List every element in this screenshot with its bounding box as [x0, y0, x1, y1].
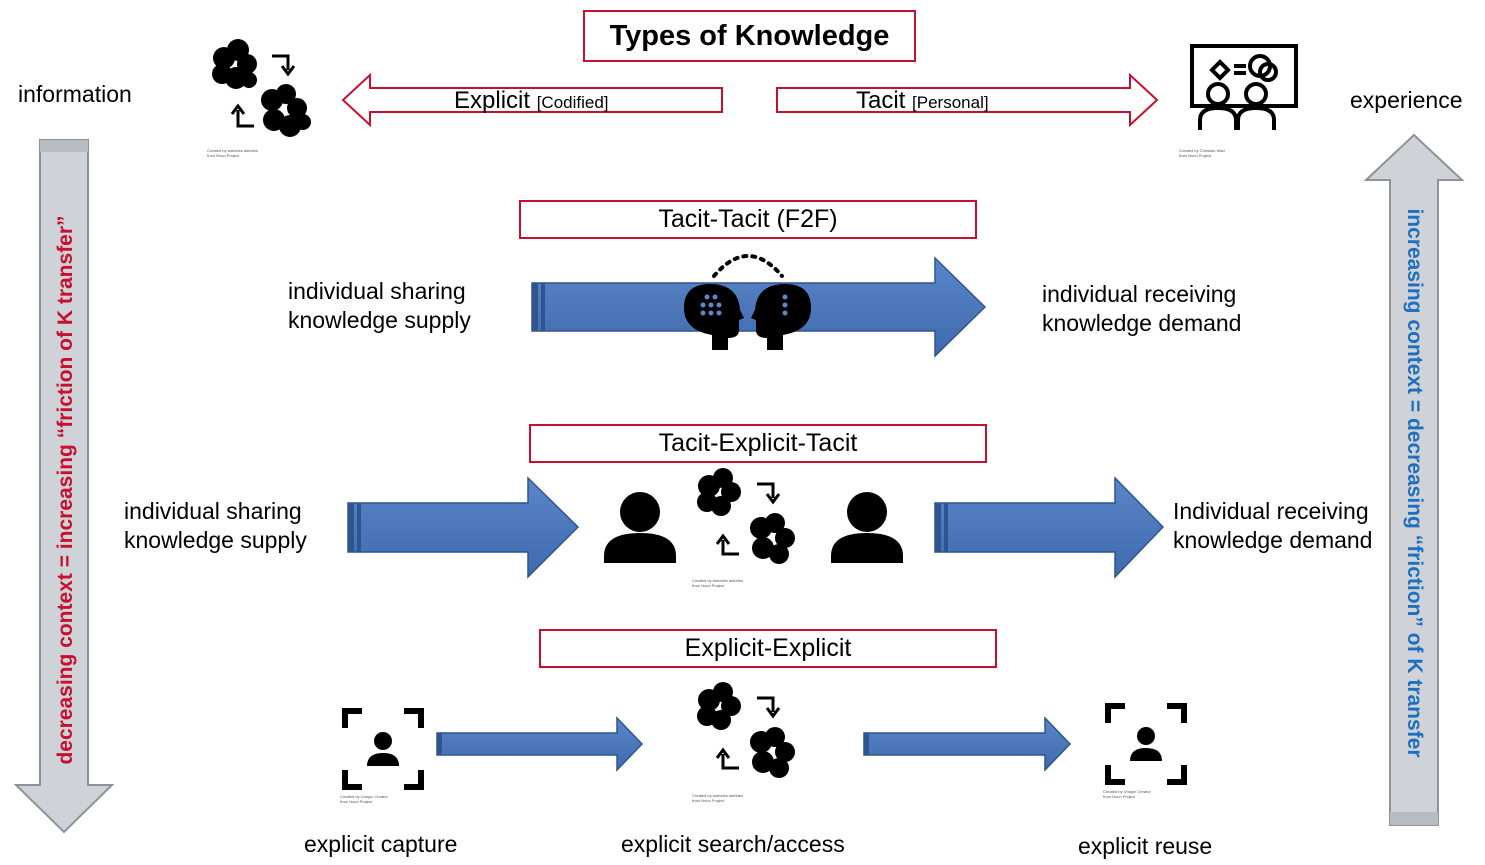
tacit-tacit-title-box: Tacit-Tacit (F2F) [519, 200, 977, 239]
knowledge-exchange-icon-bottom [697, 682, 795, 778]
credit-line: from Noun Project [692, 583, 725, 588]
tt-receiving-line2: knowledge demand [1042, 310, 1242, 336]
credit-line: Created by Uniqon Creator [1103, 789, 1151, 794]
tacit-arrow-label: Tacit [Personal] [856, 86, 989, 117]
tt-receiving-line1: individual receiving [1042, 281, 1237, 307]
left-grey-down-arrow [13, 139, 115, 834]
credit-line: from Noun Project [692, 798, 725, 803]
credit-line: from Noun Project [1103, 794, 1136, 799]
exchange-icon-credit-bottom: Created by ambeles adebles from Noun Pro… [692, 793, 743, 803]
knowledge-exchange-icon-middle [697, 468, 795, 564]
tet-sharing-label: individual sharing knowledge supply [124, 497, 307, 555]
experience-label: experience [1350, 87, 1463, 113]
tet-receiving-line2: knowledge demand [1173, 527, 1373, 553]
person-receiving-icon [831, 492, 903, 563]
right-axis-part1: increasing context [1403, 208, 1426, 394]
tet-sharing-line2: knowledge supply [124, 527, 307, 553]
personal-label: [Personal] [912, 93, 989, 112]
capture-person-icon [342, 708, 424, 790]
credit-line: Created by ambeles adebles [692, 578, 743, 583]
reuse-icon-credit: Created by Uniqon Creator from Noun Proj… [1103, 789, 1151, 799]
tacit-tacit-title: Tacit-Tacit (F2F) [658, 205, 838, 233]
tacit-explicit-tacit-title: Tacit-Explicit-Tacit [658, 429, 858, 457]
ee-left-blue-arrow [436, 716, 644, 772]
explicit-explicit-title-box: Explicit-Explicit [539, 629, 997, 668]
credit-line: Created by ambeles adebles [207, 148, 258, 153]
knowledge-exchange-icon [212, 39, 311, 137]
tet-receiving-line1: Individual receiving [1173, 498, 1369, 524]
explicit-outline-arrow [341, 72, 723, 128]
explicit-reuse-label: explicit reuse [1078, 833, 1213, 859]
credit-line: Created by ambeles adebles [692, 793, 743, 798]
right-axis-part2: decreasing “friction” of K transfer [1403, 418, 1426, 758]
credit-line: from Noun Project [207, 153, 240, 158]
right-axis-text: increasing context = decreasing “frictio… [1403, 208, 1426, 757]
explicit-explicit-title: Explicit-Explicit [684, 634, 852, 662]
explicit-label: Explicit [454, 87, 531, 114]
codified-label: [Codified] [536, 93, 609, 112]
tacit-explicit-tacit-title-box: Tacit-Explicit-Tacit [529, 424, 987, 463]
tt-receiving-label: individual receiving knowledge demand [1042, 280, 1241, 338]
tet-right-blue-arrow [934, 476, 1165, 579]
tt-sharing-label: individual sharing knowledge supply [288, 277, 471, 335]
explicit-search-label: explicit search/access [621, 831, 845, 857]
tt-sharing-line2: knowledge supply [288, 307, 471, 333]
tet-left-blue-arrow [347, 476, 580, 579]
tacit-outline-arrow [776, 72, 1159, 128]
exchange-icon-credit-middle: Created by ambeles adebles from Noun Pro… [692, 578, 743, 588]
information-label: information [18, 81, 132, 107]
person-sharing-icon [604, 492, 676, 563]
ee-right-blue-arrow [863, 716, 1072, 772]
right-axis-eq: = [1403, 400, 1426, 412]
teacher-presentation-icon [1190, 44, 1298, 130]
main-title: Types of Knowledge [583, 10, 916, 62]
left-axis-part2: increasing “friction of K transfer” [54, 215, 77, 549]
credit-line: from Noun Project [1179, 153, 1212, 158]
main-title-text: Types of Knowledge [609, 19, 890, 52]
tt-sharing-line1: individual sharing [288, 278, 466, 304]
exchange-icon-credit: Created by ambeles adebles from Noun Pro… [207, 148, 258, 158]
credit-line: Created by Uniqon Creator [340, 794, 388, 799]
teacher-icon-credit: Created by Christian Wad from Noun Proje… [1179, 148, 1225, 158]
left-axis-text: decreasing context = increasing “frictio… [54, 215, 77, 764]
credit-line: Created by Christian Wad [1179, 148, 1225, 153]
tet-receiving-label: Individual receiving knowledge demand [1173, 497, 1372, 555]
capture-icon-credit: Created by Uniqon Creator from Noun Proj… [340, 794, 388, 804]
left-axis-eq: = [54, 555, 77, 567]
tacit-label: Tacit [856, 87, 906, 114]
right-grey-up-arrow [1363, 133, 1465, 826]
left-axis-part1: decreasing context [54, 573, 77, 764]
face-to-face-heads-icon [684, 254, 811, 350]
explicit-arrow-label: Explicit [Codified] [454, 86, 609, 117]
tet-sharing-line1: individual sharing [124, 498, 302, 524]
reuse-person-icon [1105, 703, 1187, 785]
credit-line: from Noun Project [340, 799, 373, 804]
explicit-capture-label: explicit capture [304, 831, 458, 857]
